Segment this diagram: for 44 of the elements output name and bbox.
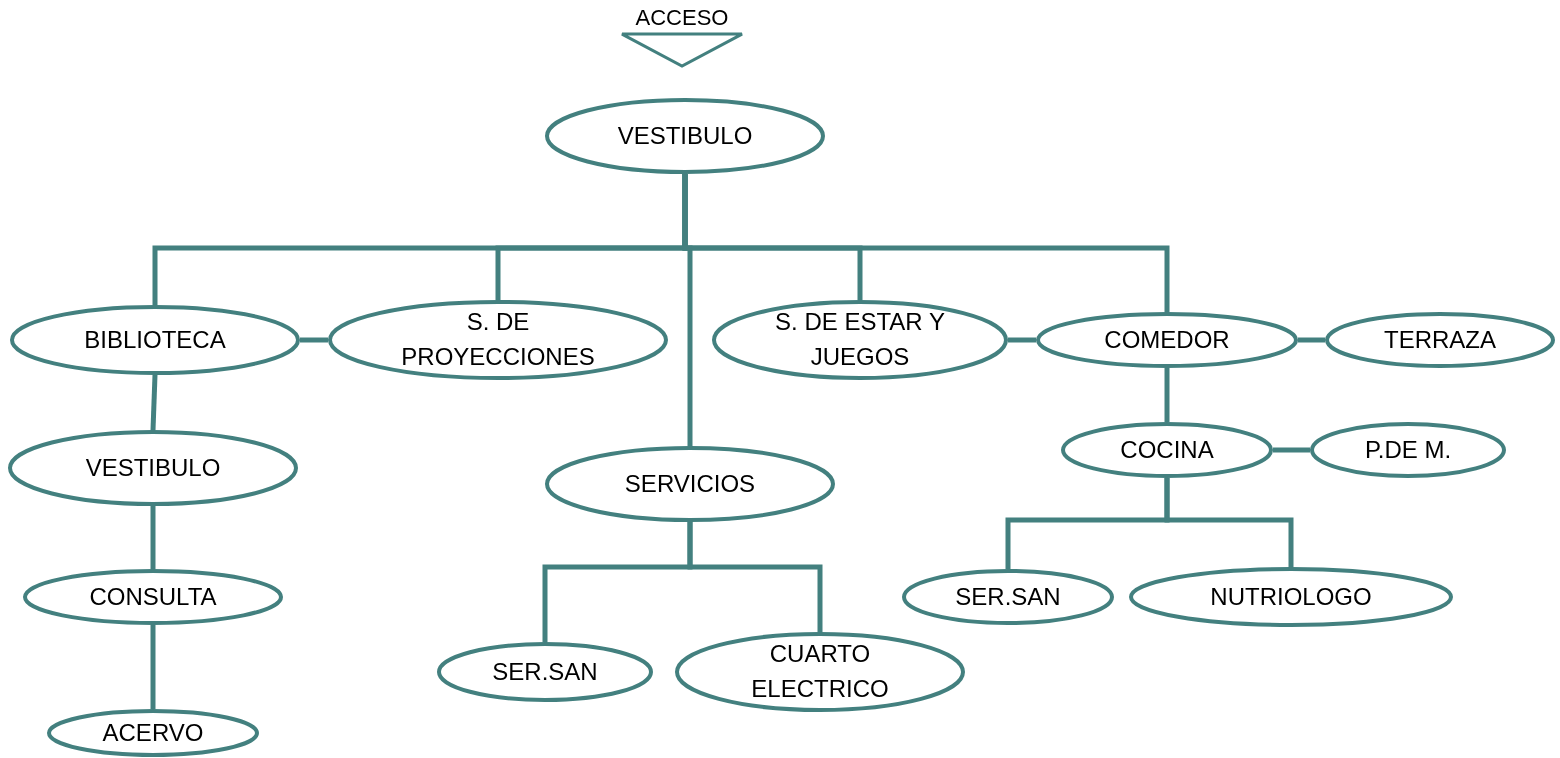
connector-line — [687, 522, 823, 632]
room-ellipse — [23, 569, 283, 625]
room-label: CONSULTA — [89, 581, 217, 612]
room-ellipse — [437, 642, 653, 702]
room-label: COCINA — [1120, 434, 1214, 465]
connector-line — [300, 337, 328, 343]
entrance-label: ACCESO — [635, 4, 729, 32]
room-label: COMEDOR — [1104, 324, 1230, 355]
room-ellipse — [47, 709, 259, 757]
room-ellipse — [328, 300, 668, 380]
room-ellipse — [1036, 312, 1298, 368]
connector-line — [1298, 337, 1325, 343]
room-ellipse — [1325, 312, 1555, 368]
room-label: TERRAZA — [1384, 324, 1496, 355]
room-label: NUTRIOLOGO — [1210, 581, 1372, 612]
room-label: SERVICIOS — [624, 468, 756, 499]
connector-line — [150, 374, 158, 431]
room-ellipse — [1310, 422, 1506, 478]
room-label: VESTIBULO — [85, 452, 221, 483]
room-ellipse — [545, 446, 835, 522]
room-label: SER.SAN — [955, 581, 1061, 612]
connector-line — [1164, 368, 1170, 422]
room-label: VESTIBULO — [617, 120, 753, 151]
room-ellipse — [8, 430, 298, 506]
room-label: ACERVO — [102, 717, 204, 748]
room-label: BIBLIOTECA — [84, 324, 226, 355]
connector-line — [150, 625, 156, 709]
room-ellipse — [545, 98, 825, 174]
connector-line — [150, 506, 156, 569]
room-ellipse — [1061, 422, 1273, 478]
room-label: SER.SAN — [492, 656, 598, 687]
connector-line — [1008, 337, 1036, 343]
connector-line — [682, 174, 1170, 312]
room-label: S. DE PROYECCIONES — [400, 307, 596, 372]
room-ellipse — [10, 305, 300, 375]
room-label: CUARTO ELECTRICO — [750, 639, 890, 704]
room-label: P.DE M. — [1364, 434, 1452, 465]
room-ellipse — [712, 300, 1008, 380]
room-ellipse — [675, 632, 965, 712]
room-ellipse — [1129, 567, 1453, 627]
connector-line — [1273, 447, 1310, 453]
room-ellipse — [902, 569, 1114, 625]
room-label: S. DE ESTAR Y JUEGOS — [775, 307, 945, 372]
connector-line — [1164, 478, 1294, 567]
